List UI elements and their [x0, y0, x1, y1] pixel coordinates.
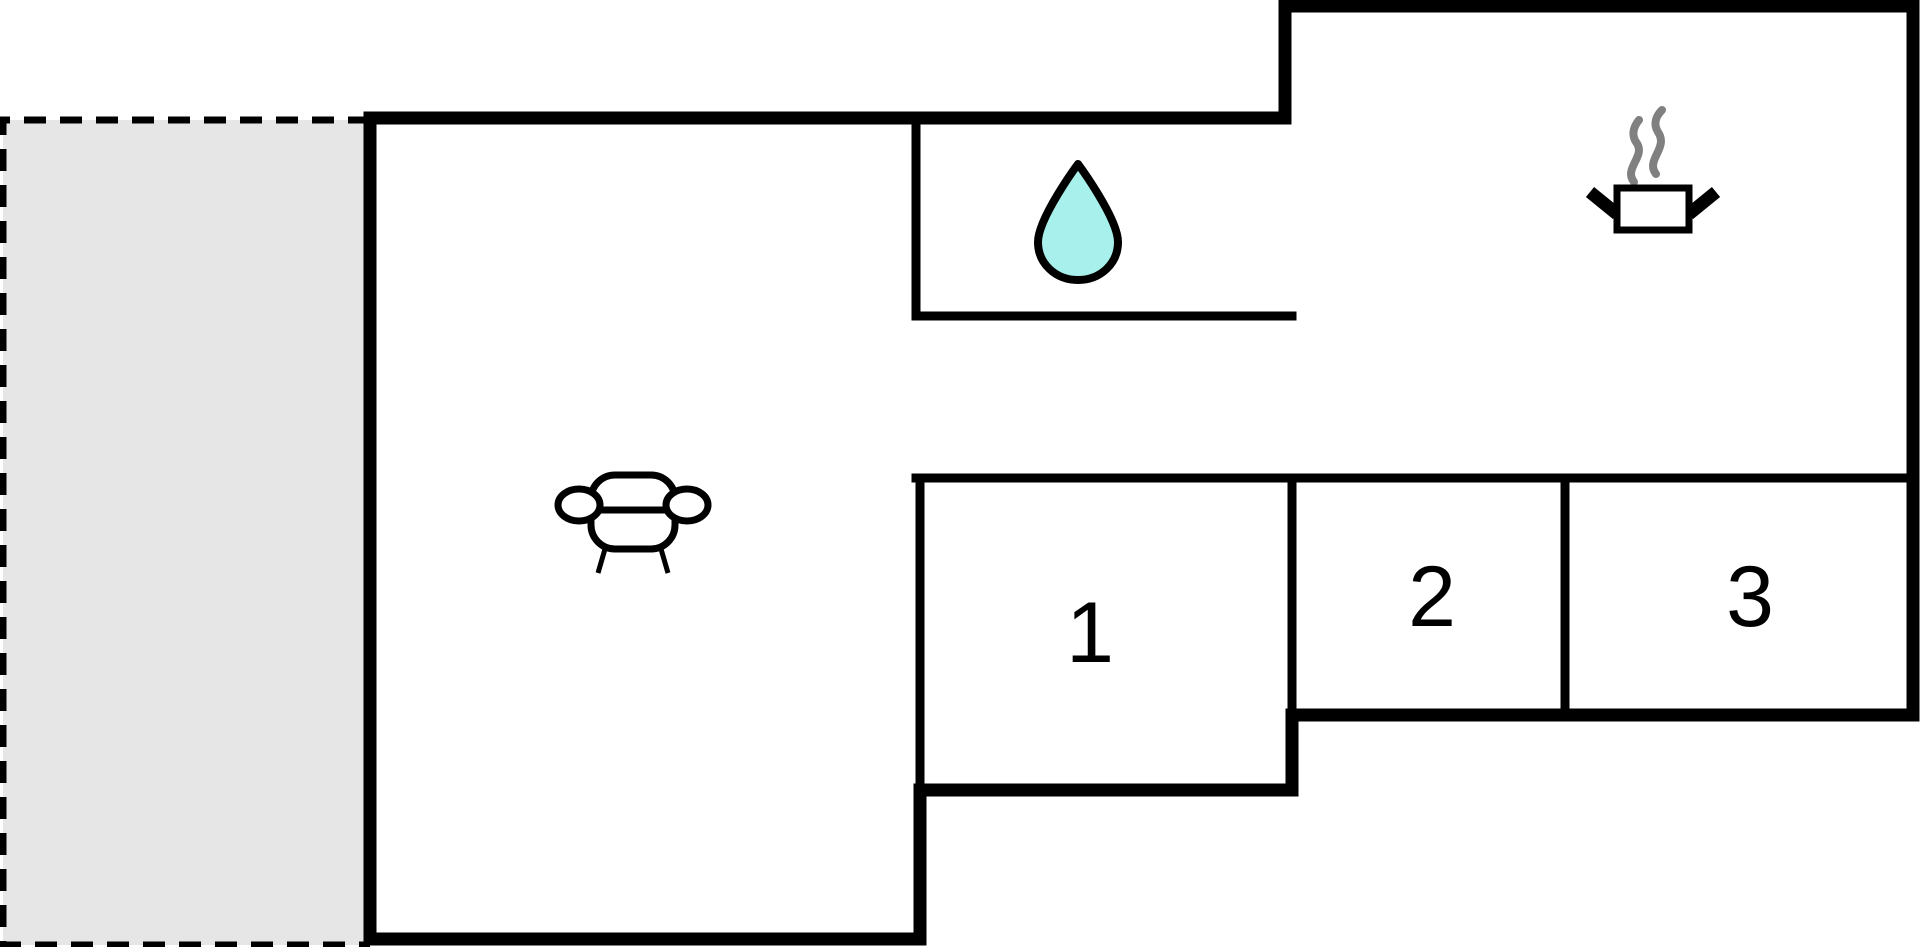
pot-steam-right: [1649, 106, 1666, 178]
bedroom-3-floor: [1565, 478, 1913, 717]
pot-handle-right: [1684, 186, 1721, 220]
sofa-armrest-right: [662, 485, 712, 525]
terrace-area: [0, 116, 370, 947]
bathroom-partition-wall: [911, 113, 1297, 321]
pot-steam-left: [1627, 116, 1643, 186]
sofa-icon: [554, 471, 712, 574]
bedroom-2-floor: [1292, 478, 1567, 717]
pot-handle-left: [1585, 186, 1622, 220]
terrace-dashed-outline: [0, 116, 370, 947]
sofa-armrest-left: [554, 485, 604, 525]
room-number-2: 2: [1408, 549, 1456, 645]
room-number-3: 3: [1726, 549, 1774, 645]
kitchen-floor: [1285, 0, 1913, 480]
sofa-leg-right: [658, 548, 671, 574]
pot-body: [1613, 184, 1693, 234]
terrace-fill: [3, 120, 370, 945]
cooking-pot-icon: [1585, 106, 1721, 234]
interior-walls: [911, 113, 1918, 795]
sofa-leg-left: [595, 548, 608, 574]
room-number-1: 1: [1066, 585, 1114, 681]
water-drop-icon: [1034, 160, 1122, 284]
water-drop-shape: [1034, 160, 1122, 284]
bedroom-1-floor: [920, 478, 1294, 792]
